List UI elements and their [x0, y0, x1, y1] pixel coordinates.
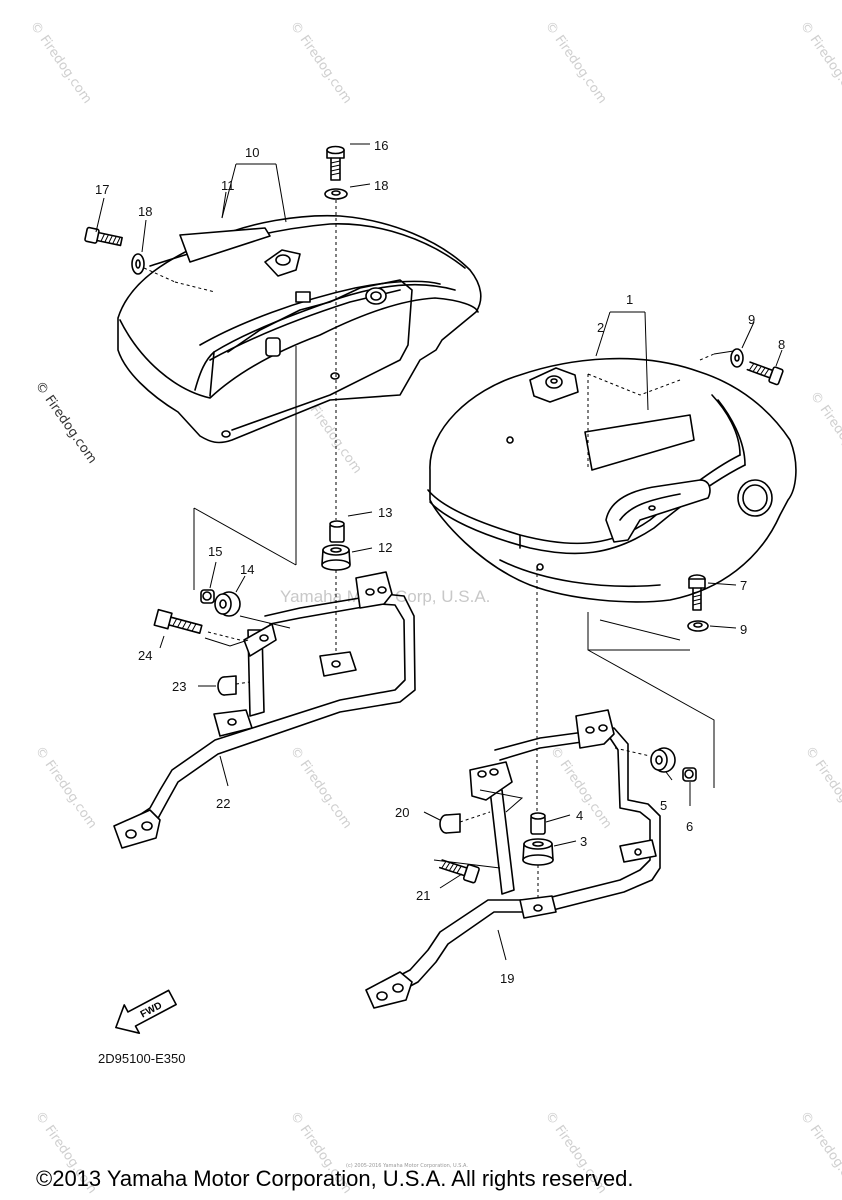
copyright-footer: ©2013 Yamaha Motor Corporation, U.S.A. A…	[36, 1166, 633, 1191]
fwd-arrow: FWD	[115, 989, 177, 1034]
callout-3: 3	[580, 834, 587, 849]
right-saddlebag	[427, 349, 797, 603]
grommet-14	[214, 591, 241, 617]
screw-23	[217, 675, 237, 696]
bolt-8	[746, 361, 784, 386]
watermark-text: © Firedog.com	[287, 744, 355, 832]
collar-15	[200, 589, 215, 604]
bolt-7	[688, 574, 706, 611]
callout-23: 23	[172, 679, 186, 694]
right-bag-hardware	[536, 348, 784, 812]
collar-4	[530, 812, 546, 835]
callout-14: 14	[240, 562, 254, 577]
watermark-text: © Firedog.com	[802, 744, 842, 832]
callout-24: 24	[138, 648, 152, 663]
callout-21: 21	[416, 888, 430, 903]
watermark-text: © Firedog.com	[797, 19, 842, 107]
washer-18-side	[131, 253, 145, 275]
bolt-21	[438, 859, 480, 884]
callout-18: 18	[374, 178, 388, 193]
callout-18: 18	[138, 204, 152, 219]
callout-1: 1	[626, 292, 633, 307]
left-bag-hardware	[84, 145, 348, 520]
leader-lines	[95, 143, 783, 961]
callout-7: 7	[740, 578, 747, 593]
screw-20	[439, 813, 461, 834]
callout-10: 10	[245, 145, 259, 160]
left-bracket-22	[113, 571, 416, 849]
callout-22: 22	[216, 796, 230, 811]
callout-11: 11	[221, 178, 235, 193]
collar-6	[682, 767, 697, 782]
right-mount-parts	[522, 747, 697, 910]
watermark-text: © Firedog.com	[542, 19, 610, 107]
watermark-text: © Firedog.com	[807, 389, 842, 477]
right-bracket-19	[365, 709, 661, 1009]
callout-16: 16	[374, 138, 388, 153]
watermark-text-dark: © Firedog.com	[32, 379, 100, 467]
washer-9-side	[730, 348, 744, 368]
callout-6: 6	[686, 819, 693, 834]
diagram-code: 2D95100-E350	[98, 1051, 185, 1066]
callout-4: 4	[576, 808, 583, 823]
grommet-12	[321, 544, 351, 571]
left-mount-parts	[193, 346, 351, 660]
callout-9: 9	[740, 622, 747, 637]
washer-18-top	[324, 188, 348, 200]
bolt-17	[84, 226, 123, 247]
callout-13: 13	[378, 505, 392, 520]
grommet-5	[650, 747, 676, 773]
fine-print: (c) 2005-2016 Yamaha Motor Corporation, …	[346, 1163, 468, 1169]
callout-17: 17	[95, 182, 109, 197]
callout-labels: 1 2 3 4 5 6 7 8 9 9 10 11 12 13 14 15 16…	[95, 138, 785, 986]
callout-2: 2	[597, 320, 604, 335]
callout-12: 12	[378, 540, 392, 555]
watermark-text: © Firedog.com	[287, 19, 355, 107]
grommet-3	[522, 838, 554, 866]
callout-9: 9	[748, 312, 755, 327]
watermark-text: © Firedog.com	[27, 19, 95, 107]
left-saddlebag	[117, 214, 482, 444]
collar-13	[329, 520, 345, 543]
bolt-24	[153, 608, 203, 634]
callout-19: 19	[500, 971, 514, 986]
callout-8: 8	[778, 337, 785, 352]
watermark-text: © Firedog.com	[32, 744, 100, 832]
callout-20: 20	[395, 805, 409, 820]
callout-15: 15	[208, 544, 222, 559]
washer-9-bottom	[687, 620, 709, 632]
callout-5: 5	[660, 798, 667, 813]
bolt-16	[326, 145, 345, 181]
watermark-text: © Firedog.com	[797, 1109, 842, 1197]
